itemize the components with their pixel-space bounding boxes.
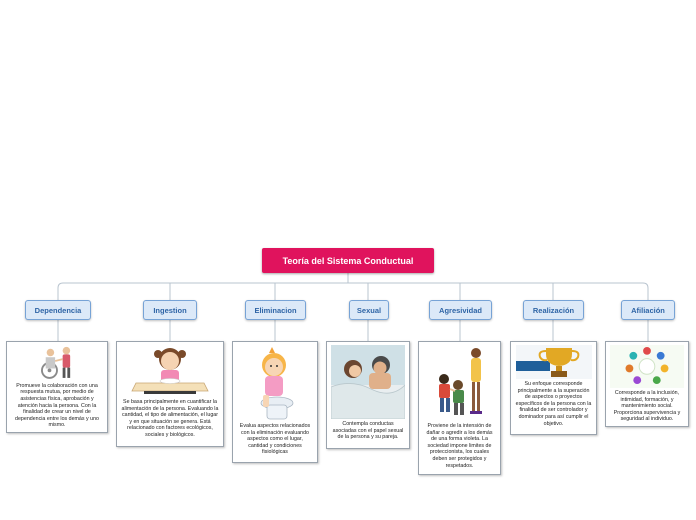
people-circle-icon — [609, 345, 685, 388]
branch-eliminacion[interactable]: Eliminacion — [245, 300, 306, 320]
couple-bed-icon — [331, 345, 405, 419]
card-sexual: Contempla conductas asociadas con el pap… — [326, 341, 410, 449]
branch-sexual[interactable]: Sexual — [349, 300, 389, 320]
card-text: Promueve la colaboración con una respues… — [15, 382, 99, 429]
card-text: Se basa principalmente en cuantificar la… — [121, 399, 219, 439]
branch-afiliacion[interactable]: Afiliación — [621, 300, 675, 320]
card-text: Proviene de la intensión de dañar o agre… — [426, 423, 493, 469]
branch-dependencia[interactable]: Dependencia — [25, 300, 91, 320]
card-realizacion: Su enfoque corresponde principalmente a … — [510, 341, 597, 435]
card-text: Su enfoque corresponde principalmente a … — [515, 381, 592, 427]
girl-eating-icon — [131, 348, 209, 394]
card-text: Contempla conductas asociadas con el pap… — [332, 421, 404, 441]
branch-agresividad[interactable]: Agresividad — [429, 300, 492, 320]
card-dependencia: Promueve la colaboración con una respues… — [6, 341, 108, 433]
card-afiliacion: Corresponde a la inclusión, intimidad, f… — [605, 341, 689, 427]
fighting-kids-icon — [438, 348, 482, 415]
card-agresividad: Proviene de la intensión de dañar o agre… — [418, 341, 501, 475]
branch-realizacion[interactable]: Realización — [523, 300, 584, 320]
card-eliminacion: Evalua aspectos relacionados con la elim… — [232, 341, 318, 463]
trophy-icon — [515, 345, 592, 379]
card-text: Corresponde a la inclusión, intimidad, f… — [613, 389, 681, 423]
card-ingestion: Se basa principalmente en cuantificar la… — [116, 341, 224, 447]
child-toilet-icon — [260, 347, 294, 420]
card-text: Evalua aspectos relacionados con la elim… — [239, 423, 311, 456]
wheelchair-helper-icon — [41, 346, 71, 379]
root-topic[interactable]: Teoría del Sistema Conductual — [262, 248, 434, 273]
branch-ingestion[interactable]: Ingestion — [143, 300, 197, 320]
